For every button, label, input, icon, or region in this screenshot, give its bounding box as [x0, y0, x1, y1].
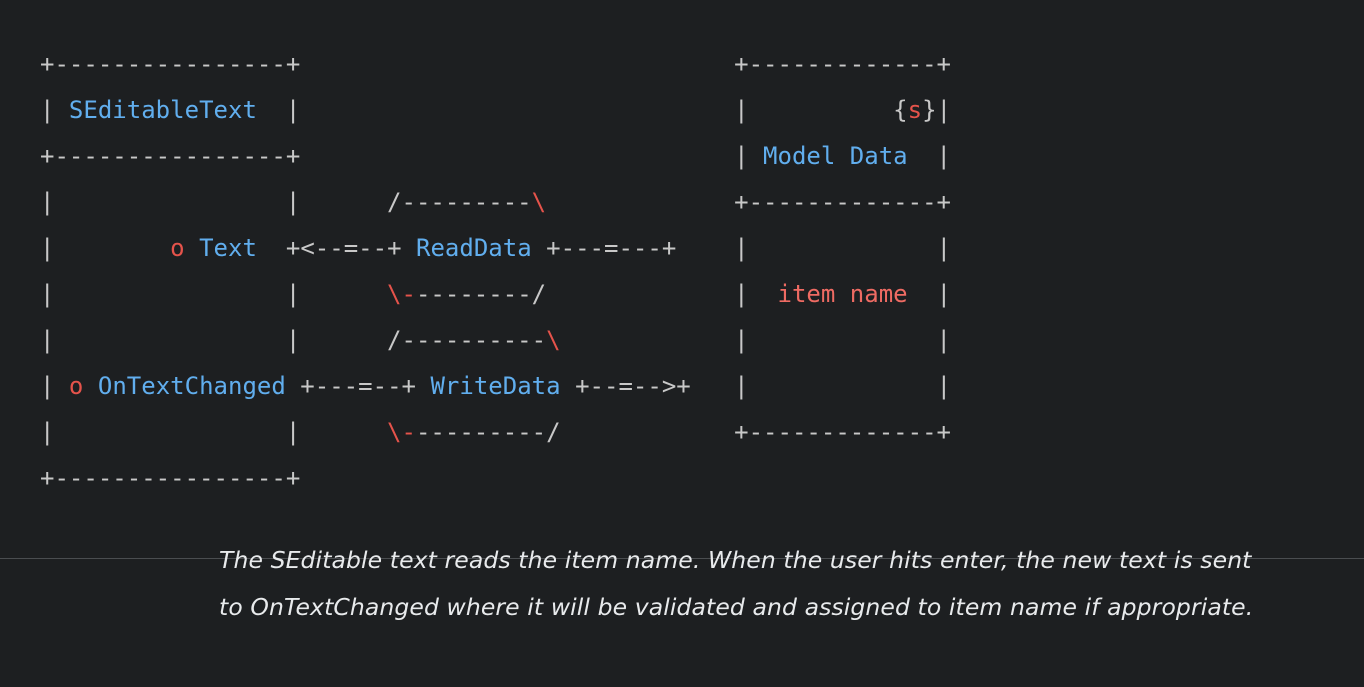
diagram-segment: +-------------+ [734, 418, 952, 446]
diagram-segment: +----------------+ [40, 464, 301, 492]
diagram-segment: o [68, 372, 84, 400]
diagram-spacer [561, 326, 735, 354]
diagram-segment: WriteData [430, 372, 561, 400]
diagram-segment: | | [734, 372, 952, 400]
diagram-spacer [300, 50, 734, 78]
diagram-segment: OnTextChanged [97, 372, 286, 400]
diagram-segment: | | [734, 326, 952, 354]
diagram-line: | | \----------/ +-------------+ [40, 409, 951, 455]
diagram-segment: | [256, 96, 301, 124]
diagram-segment: o [170, 234, 185, 262]
diagram-segment: | [40, 234, 171, 262]
diagram-line: +----------------+ [40, 455, 951, 501]
diagram-segment: +--=-->+ [560, 372, 691, 400]
diagram-segment: | | [734, 234, 952, 262]
diagram-spacer [546, 280, 734, 308]
diagram-line: | | /----------\ | | [40, 317, 951, 363]
diagram-segment: \- [387, 280, 416, 308]
ascii-diagram-canvas: +----------------+ +-------------+| SEdi… [40, 41, 951, 501]
diagram-spacer [676, 234, 734, 262]
diagram-segment: s [907, 96, 923, 124]
diagram-segment: +----------------+ [40, 50, 301, 78]
diagram-segment: +-------------+ [734, 188, 952, 216]
diagram-segment: Text [199, 234, 257, 262]
diagram-segment: | [40, 96, 69, 124]
diagram-spacer [546, 188, 734, 216]
diagram-segment: \ [531, 188, 547, 216]
diagram-segment: +---=--+ [285, 372, 431, 400]
diagram-segment: | [734, 96, 894, 124]
diagram-segment: | | [40, 418, 388, 446]
diagram-segment: SEditableText [68, 96, 257, 124]
diagram-segment: item name [777, 280, 908, 308]
diagram-line: | o OnTextChanged +---=--+ WriteData +--… [40, 363, 951, 409]
diagram-caption: The SEditable text reads the item name. … [219, 546, 1254, 621]
diagram-segment: | [734, 280, 778, 308]
diagram-segment: +---=---+ [531, 234, 677, 262]
diagram-segment: +<--=--+ [256, 234, 416, 262]
diagram-segment: } [922, 96, 937, 124]
diagram-segment: +----------------+ [40, 142, 301, 170]
diagram-segment: --------/ [415, 280, 547, 308]
diagram-segment: | [907, 280, 952, 308]
diagram-line: +----------------+ | Model Data | [40, 133, 951, 179]
diagram-segment: | [936, 96, 952, 124]
diagram-line: | | \---------/ | item name | [40, 271, 951, 317]
diagram-segment: | [907, 142, 952, 170]
diagram-spacer [300, 142, 734, 170]
diagram-segment: | [40, 372, 69, 400]
diagram-segment: | | [40, 280, 388, 308]
diagram-segment: +-------------+ [734, 50, 952, 78]
caption-divider [0, 558, 1364, 559]
diagram-line: +----------------+ +-------------+ [40, 41, 951, 87]
diagram-spacer [561, 418, 735, 446]
diagram-line: | o Text +<--=--+ ReadData +---=---+ | | [40, 225, 951, 271]
diagram-segment: { [893, 96, 908, 124]
diagram-segment: ---------/ [415, 418, 561, 446]
diagram-segment [83, 372, 97, 400]
diagram-spacer [300, 96, 734, 124]
diagram-segment: Model Data [763, 142, 908, 170]
diagram-segment: | | /---------- [40, 326, 547, 354]
diagram-line: | SEditableText | | {s}| [40, 87, 951, 133]
diagram-segment: ReadData [416, 234, 532, 262]
diagram-line: | | /---------\ +-------------+ [40, 179, 951, 225]
diagram-segment: \ [546, 326, 561, 354]
diagram-segment: | [734, 142, 764, 170]
diagram-spacer [691, 372, 734, 400]
diagram-segment [185, 234, 199, 262]
diagram-segment: \- [387, 418, 416, 446]
diagram-segment: | | /--------- [40, 188, 532, 216]
